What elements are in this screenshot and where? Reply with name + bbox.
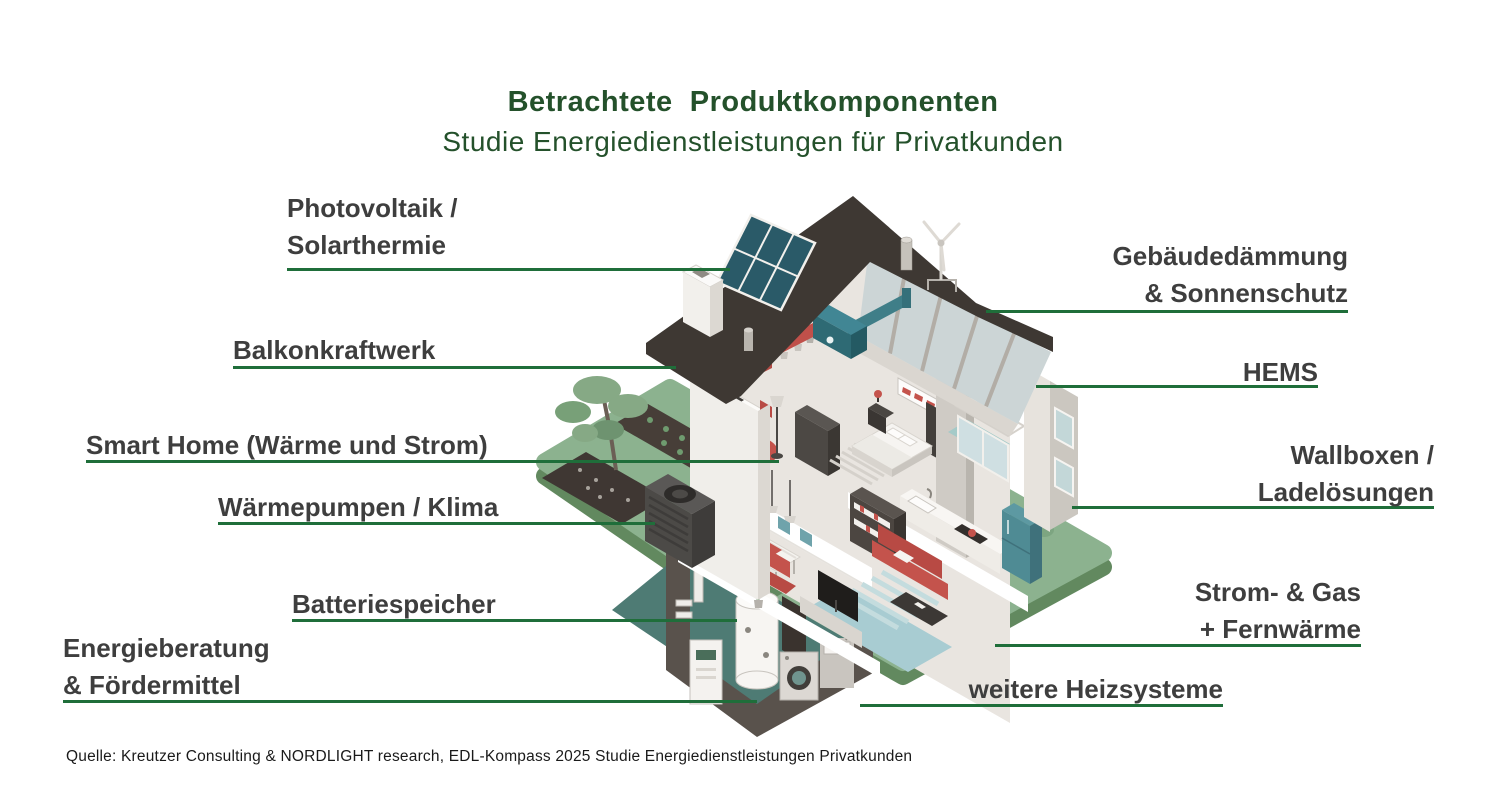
connector-energieberatung [63,700,757,703]
right-wall [1024,366,1078,532]
bed [850,422,934,477]
page-title: Betrachtete Produktkomponenten [507,86,999,118]
basement [612,548,873,737]
label-photovoltaik: Photovoltaik / Solarthermie [287,193,458,260]
chimney-pipe [900,236,913,271]
counter-front [900,496,1000,574]
connector-stromgas [995,644,1361,647]
window-lower [1054,456,1074,498]
label-heizsysteme: weitere Heizsysteme [968,674,1223,704]
nightstand-left [868,390,894,434]
connector-waermepumpen [218,522,655,525]
sofa [872,524,948,600]
source-note: Quelle: Kreutzer Consulting & NORDLIGHT … [66,748,913,765]
label-hems: HEMS [1242,357,1318,387]
label-wallboxen: Wallboxen / Ladelösungen [1257,440,1434,507]
bedroom [829,377,966,486]
connector-hems [1036,385,1318,388]
connector-smarthome [86,460,779,463]
label-stromgas: Strom- & Gas + Fernwärme [1194,577,1361,644]
label-energieberatung: Energieberatung & Fördermittel [63,633,270,700]
roof [646,196,1053,404]
connector-balkonkraftwerk [233,366,676,369]
coffee-table [890,592,948,626]
label-balkonkraftwerk: Balkonkraftwerk [233,335,436,365]
connector-wallboxen [1072,506,1434,509]
connector-photovoltaik [287,268,730,271]
window-upper [1054,406,1074,450]
washing-machine [779,651,819,701]
heating-unit [689,639,723,705]
house-illustration [536,196,1112,737]
label-smarthome: Smart Home (Wärme und Strom) [86,430,488,460]
pendant-lamps [771,470,791,516]
solar-panel [715,213,817,312]
garden-bed-lower [542,452,666,524]
page-subtitle: Studie Energiedienstleistungen für Priva… [442,126,1064,157]
cabinet [795,405,840,476]
label-waermepumpen: Wärmepumpen / Klima [218,492,499,522]
heat-pump [645,474,715,568]
floor-lamp [770,396,784,459]
kitchen [900,414,1042,584]
tv-unit [800,570,862,648]
connector-gebaeudedaemmung [986,310,1348,313]
connector-heizsysteme [860,704,1223,707]
sink [907,495,937,514]
label-batteriespeicher: Batteriespeicher [292,589,496,619]
wind-turbine [922,220,961,292]
connector-batteriespeicher [292,619,737,622]
tree [555,376,648,471]
roof-vent [744,327,753,351]
label-gebaeudedaemmung: Gebäudedämmung & Sonnenschutz [1112,241,1348,308]
